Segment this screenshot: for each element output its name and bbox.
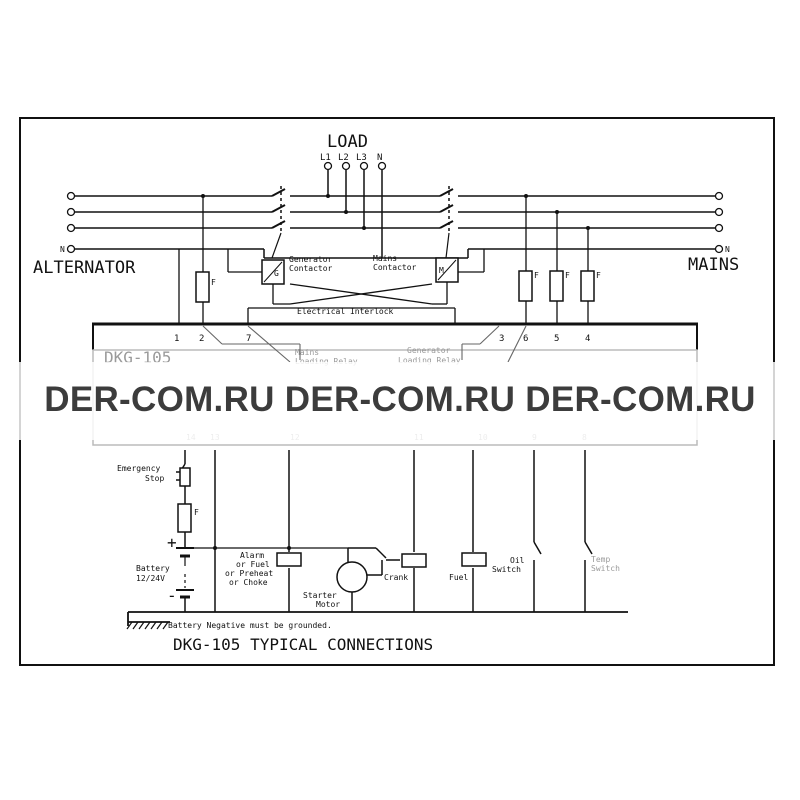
terminal-2: 2 bbox=[199, 334, 204, 344]
load-terminal-circles bbox=[323, 161, 387, 171]
alarm-relay-coil bbox=[276, 552, 302, 567]
bus-terminal-circles bbox=[66, 191, 724, 254]
terminal-5: 5 bbox=[554, 334, 559, 344]
svg-text:F: F bbox=[211, 278, 216, 287]
starter-label-1: Starter bbox=[303, 591, 337, 600]
load-terminal-l3: L3 bbox=[356, 153, 367, 163]
mains-contactor-coil: M bbox=[435, 257, 459, 283]
alarm-label-3: or Preheat bbox=[225, 569, 273, 578]
load-label: LOAD bbox=[327, 132, 368, 152]
interlock-wiring bbox=[227, 249, 485, 324]
alarm-label-2: or Fuel bbox=[236, 560, 270, 569]
generator-relay-label-2: Loading Relay bbox=[398, 356, 461, 365]
alarm-label-1: Alarm bbox=[240, 551, 264, 560]
emergency-stop-label-2: Stop bbox=[145, 474, 164, 483]
svg-text:F: F bbox=[534, 271, 539, 280]
ground-line bbox=[127, 611, 628, 626]
battery-symbol bbox=[176, 547, 348, 612]
generator-relay-label-1: Generator bbox=[407, 346, 451, 355]
watermark-band bbox=[0, 362, 800, 440]
watermark: DER-COM.RU DER-COM.RU DER-COM.RU bbox=[44, 380, 756, 419]
battery-fuse: F bbox=[177, 503, 199, 548]
oil-switch-label-2: Switch bbox=[492, 565, 521, 574]
alarm-junction-dot bbox=[287, 546, 291, 550]
internal-relay-wiring bbox=[202, 325, 527, 363]
battery-minus: - bbox=[167, 586, 177, 605]
svg-text:M: M bbox=[439, 266, 444, 275]
crank-label: Crank bbox=[384, 573, 408, 582]
emergency-stop-switch bbox=[176, 463, 191, 504]
mains-fuse-5: F bbox=[549, 210, 570, 324]
mains-contactor-switches bbox=[439, 186, 454, 259]
load-terminal-n: N bbox=[377, 153, 382, 163]
mains-fuse-4: F bbox=[580, 226, 601, 324]
load-bus bbox=[263, 195, 469, 259]
ground-note: Battery Negative must be grounded. bbox=[168, 621, 332, 630]
load-junction-dots bbox=[326, 194, 366, 230]
diagram-title: DKG-105 TYPICAL CONNECTIONS bbox=[173, 635, 433, 654]
terminal-4: 4 bbox=[585, 334, 590, 344]
load-terminal-l1: L1 bbox=[320, 153, 331, 163]
terminal-3: 3 bbox=[499, 334, 504, 344]
mains-contactor-label-2: Contactor bbox=[373, 263, 417, 272]
svg-text:F: F bbox=[596, 271, 601, 280]
fuel-label: Fuel bbox=[449, 573, 468, 582]
battery-plus: + bbox=[167, 533, 177, 552]
terminal-6: 6 bbox=[523, 334, 528, 344]
mains-label: MAINS bbox=[688, 255, 739, 275]
mains-relay-label-1: Mains bbox=[295, 348, 319, 357]
oil-switch-label-1: Oil bbox=[510, 556, 525, 565]
mains-relay-label-2: Loading Relay bbox=[295, 357, 358, 366]
mains-contactor-label-1: Mains bbox=[373, 254, 397, 263]
interlock-label: Electrical Interlock bbox=[297, 307, 394, 316]
svg-text:F: F bbox=[194, 508, 199, 517]
alarm-label-4: or Choke bbox=[229, 578, 268, 587]
alternator-fuse: F bbox=[195, 194, 216, 324]
load-wires bbox=[327, 170, 383, 258]
output-wires bbox=[184, 450, 593, 612]
starter-label-2: Motor bbox=[316, 600, 340, 609]
emergency-stop-label-1: Emergency bbox=[117, 464, 161, 473]
starter-motor bbox=[336, 547, 400, 612]
terminal-7: 7 bbox=[246, 334, 251, 344]
svg-text:G: G bbox=[274, 269, 279, 278]
generator-contactor-switches bbox=[271, 186, 286, 259]
svg-text:F: F bbox=[565, 271, 570, 280]
battery-label-1: Battery bbox=[136, 564, 170, 573]
crank-relay-coil bbox=[401, 553, 427, 568]
ground-symbol bbox=[126, 621, 169, 630]
load-terminal-l2: L2 bbox=[338, 153, 349, 163]
mains-bus bbox=[458, 195, 715, 250]
mains-fuse-6: F bbox=[518, 194, 539, 324]
generator-contactor-label-2: Contactor bbox=[289, 264, 333, 273]
battery-label-2: 12/24V bbox=[136, 574, 165, 583]
neutral-left-label: N bbox=[60, 245, 65, 254]
terminal-1: 1 bbox=[174, 334, 179, 344]
temp-switch-label-2: Switch bbox=[591, 564, 620, 573]
alternator-bus bbox=[75, 195, 272, 250]
fuel-relay-coil bbox=[461, 552, 487, 567]
generator-contactor-label-1: Generator bbox=[289, 255, 333, 264]
battery-junction-dot bbox=[213, 546, 217, 550]
neutral-right-label: N bbox=[725, 245, 730, 254]
generator-contactor-coil: G bbox=[261, 259, 285, 285]
alternator-label: ALTERNATOR bbox=[33, 258, 136, 278]
temp-switch-label-1: Temp bbox=[591, 555, 610, 564]
